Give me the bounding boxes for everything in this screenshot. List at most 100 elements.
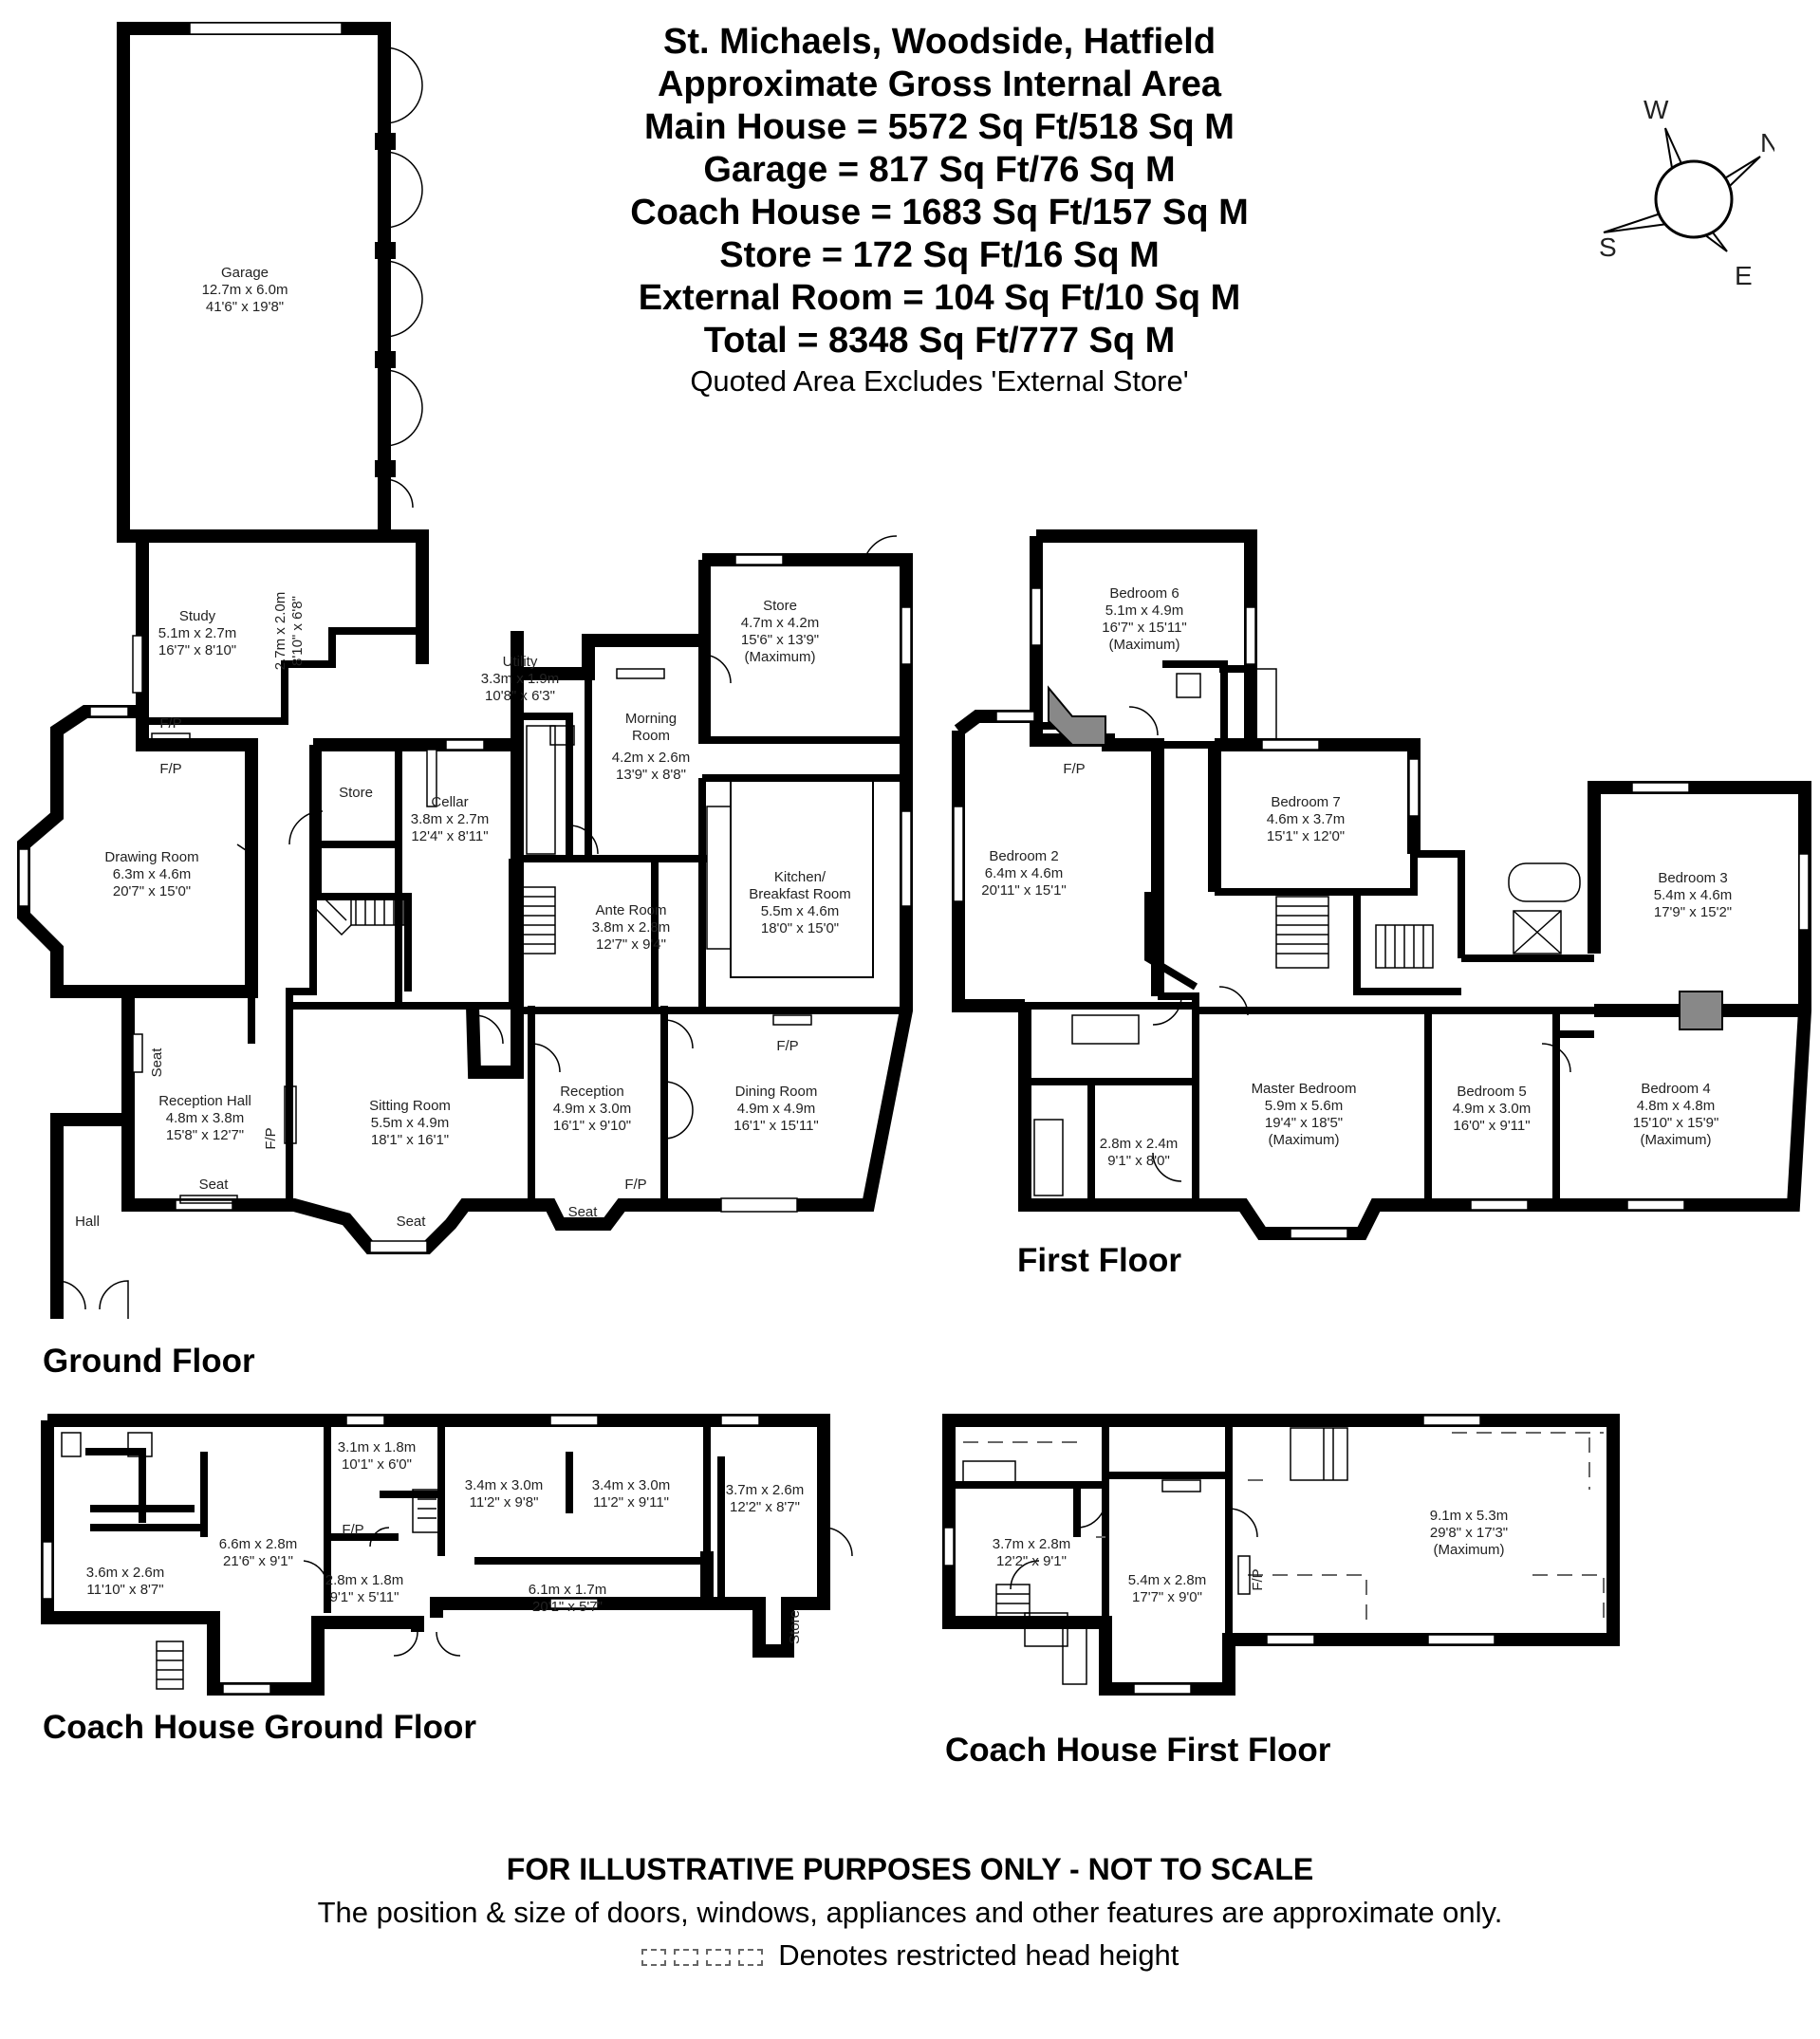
disclaimer-text: The position & size of doors, windows, a…: [317, 1896, 1503, 1929]
room-imperial: 11'2" x 9'11": [593, 1494, 669, 1511]
room-cf3: 9.1m x 5.3m 29'8" x 17'3" (Maximum): [1430, 1508, 1509, 1558]
room-imperial: 11'10" x 8'7": [86, 1582, 163, 1598]
room-name-2: Breakfast Room: [749, 886, 851, 902]
room-extra: (Maximum): [1434, 1542, 1505, 1558]
room-imperial: 15'6" x 13'9": [741, 632, 819, 648]
fp-label: F/P: [776, 1038, 798, 1054]
room-cg-store: Store: [787, 1610, 803, 1644]
room-imperial: 11'2" x 9'8": [470, 1494, 539, 1511]
room-cg1: 3.6m x 2.6m 11'10" x 8'7": [86, 1565, 165, 1598]
seat-label: Seat: [199, 1177, 230, 1193]
room-bedroom-7: Bedroom 7 4.6m x 3.7m 15'1" x 12'0": [1267, 794, 1346, 844]
room-cg4: 2.8m x 1.8m 9'1" x 5'11": [325, 1572, 404, 1605]
compass-n: N: [1760, 128, 1774, 158]
seat-label: Seat: [149, 1047, 165, 1078]
room-garage: Garage 12.7m x 6.0m 41'6" x 19'8": [202, 265, 288, 315]
room-name: Sitting Room: [369, 1098, 451, 1114]
room-cg3: 3.1m x 1.8m 10'1" x 6'0": [338, 1439, 417, 1473]
area-external-room: External Room = 104 Sq Ft/10 Sq M: [638, 278, 1241, 318]
room-imperial: 15'10" x 15'9": [1633, 1115, 1719, 1131]
room-name: Bedroom 2: [989, 848, 1058, 864]
room-extra: (Maximum): [1641, 1132, 1712, 1148]
room-metric: 3.7m x 2.6m: [726, 1482, 805, 1498]
room-name: Bedroom 6: [1109, 585, 1179, 602]
disclaimer-heading: FOR ILLUSTRATIVE PURPOSES ONLY - NOT TO …: [506, 1852, 1314, 1886]
floor-plan: Garage 12.7m x 6.0m 41'6" x 19'8" Study …: [17, 22, 1811, 1769]
seat-label: Seat: [397, 1214, 427, 1230]
room-imperial: 16'1" x 15'11": [734, 1118, 819, 1134]
restricted-height-legend-icon: [705, 1948, 731, 1966]
restricted-height-legend-icon: [737, 1948, 763, 1966]
room-metric: 4.6m x 3.7m: [1267, 811, 1346, 827]
room-imperial: 18'0" x 15'0": [761, 920, 839, 936]
area-main-house: Main House = 5572 Sq Ft/518 Sq M: [644, 107, 1235, 147]
room-name: Ante Room: [595, 902, 666, 918]
coach-ground-title: Coach House Ground Floor: [43, 1709, 476, 1746]
room-hall: Hall: [75, 1214, 100, 1230]
legend: Denotes restricted head height: [0, 1938, 1820, 1973]
area-garage: Garage = 817 Sq Ft/76 Sq M: [703, 150, 1176, 190]
coach-house-first-plan: 3.7m x 2.8m 12'2" x 9'1" 5.4m x 2.8m 17'…: [942, 1414, 1620, 1769]
room-imperial: 17'7" x 9'0": [1132, 1589, 1202, 1605]
area-subtitle: Approximate Gross Internal Area: [657, 65, 1222, 104]
room-name: Dining Room: [735, 1084, 818, 1100]
fp-label: F/P: [1250, 1568, 1266, 1590]
room-metric: 4.2m x 2.6m: [612, 750, 691, 766]
room-name: Bedroom 5: [1457, 1084, 1526, 1100]
room-imperial: 16'1" x 9'10": [553, 1118, 631, 1134]
ground-floor-title: Ground Floor: [43, 1343, 255, 1380]
compass-s: S: [1599, 232, 1617, 262]
area-note: Quoted Area Excludes 'External Store': [690, 364, 1189, 398]
room-small-store: 2.7m x 2.0m 8'10" x 6'8": [272, 592, 306, 671]
room-extra: (Maximum): [1269, 1132, 1340, 1148]
ground-floor-plan: Garage 12.7m x 6.0m 41'6" x 19'8" Study …: [17, 22, 913, 1380]
room-bedroom-6: Bedroom 6 5.1m x 4.9m 16'7" x 15'11" (Ma…: [1102, 585, 1187, 653]
room-cg5: 3.4m x 3.0m 11'2" x 9'8": [465, 1477, 544, 1511]
room-metric: 5.4m x 4.6m: [1654, 887, 1733, 903]
restricted-height-legend-icon: [641, 1948, 666, 1966]
room-cg7: 6.1m x 1.7m 20'1" x 5'7": [529, 1582, 607, 1615]
area-store: Store = 172 Sq Ft/16 Sq M: [719, 235, 1160, 275]
room-metric: 4.9m x 3.0m: [553, 1101, 632, 1117]
area-schedule: St. Michaels, Woodside, Hatfield Approxi…: [531, 21, 1347, 399]
room-imperial: 16'7" x 15'11": [1102, 620, 1187, 636]
room-extra: (Maximum): [1109, 637, 1180, 653]
room-metric: 4.7m x 4.2m: [741, 615, 820, 631]
room-imperial: 15'8" x 12'7": [166, 1127, 244, 1143]
room-cg8: 3.7m x 2.6m 12'2" x 8'7": [726, 1482, 805, 1515]
room-metric: 3.7m x 2.8m: [993, 1536, 1071, 1552]
compass-icon: W N S E: [1599, 95, 1774, 290]
room-metric: 5.9m x 5.6m: [1265, 1098, 1344, 1114]
room-imperial: 41'6" x 19'8": [206, 299, 284, 315]
room-name: Garage: [221, 265, 269, 281]
room-name: Drawing Room: [104, 849, 198, 865]
room-metric: 12.7m x 6.0m: [202, 282, 288, 298]
room-name: Reception: [560, 1084, 624, 1100]
room-name: Bedroom 7: [1271, 794, 1340, 810]
fp-label: F/P: [342, 1522, 363, 1538]
room-imperial: 9'1" x 8'0": [1107, 1153, 1170, 1169]
room-name: Study: [179, 608, 216, 624]
seat-label: Seat: [568, 1204, 599, 1220]
room-store-main: Store 4.7m x 4.2m 15'6" x 13'9" (Maximum…: [741, 598, 820, 665]
room-metric: 3.1m x 1.8m: [338, 1439, 417, 1455]
area-total: Total = 8348 Sq Ft/777 Sq M: [703, 321, 1176, 361]
room-metric: 3.4m x 3.0m: [465, 1477, 544, 1493]
room-imperial: 10'1" x 6'0": [342, 1456, 412, 1473]
legend-text: Denotes restricted head height: [778, 1938, 1179, 1972]
room-name: Utility: [503, 654, 538, 670]
room-reception-hall: Reception Hall 4.8m x 3.8m 15'8" x 12'7": [158, 1093, 251, 1143]
room-name: Reception Hall: [158, 1093, 251, 1109]
coach-house-ground-plan: 3.6m x 2.6m 11'10" x 8'7" 6.6m x 2.8m 21…: [41, 1414, 853, 1746]
room-imperial: 15'1" x 12'0": [1267, 828, 1345, 844]
room-cg2: 6.6m x 2.8m 21'6" x 9'1": [219, 1536, 298, 1569]
room-imperial: 13'9" x 8'8": [616, 767, 686, 783]
room-metric: 4.8m x 3.8m: [166, 1110, 245, 1126]
room-name: Master Bedroom: [1252, 1081, 1357, 1097]
room-study: Study 5.1m x 2.7m 16'7" x 8'10": [158, 608, 237, 658]
fp-label: F/P: [159, 761, 181, 777]
room-reception: Reception 4.9m x 3.0m 16'1" x 9'10": [553, 1084, 632, 1134]
garage-room: [117, 22, 423, 543]
room-metric: 3.6m x 2.6m: [86, 1565, 165, 1581]
room-metric: 6.6m x 2.8m: [219, 1536, 298, 1552]
